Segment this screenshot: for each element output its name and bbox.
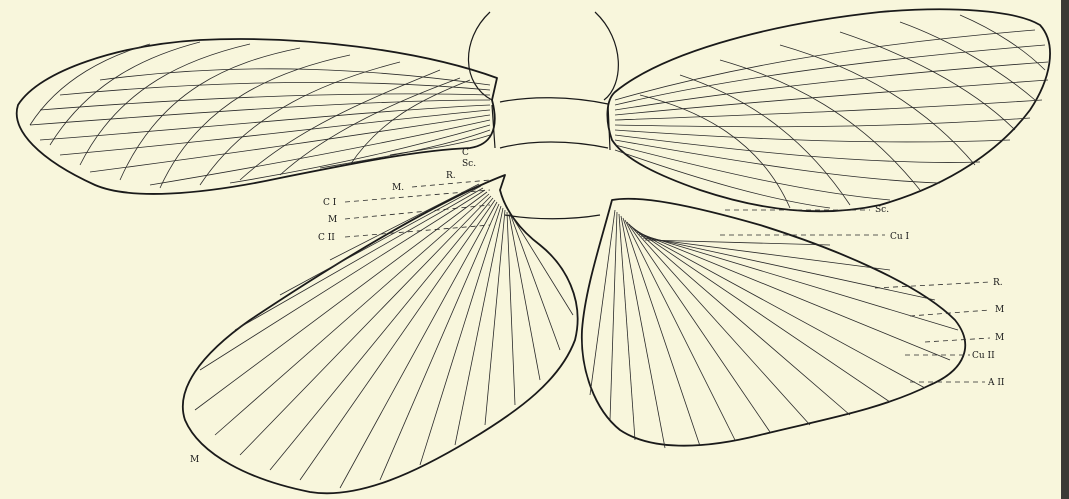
label-c-one: C I [323, 198, 337, 208]
right-labels: Sc. Cu I R. M M Cu II A II [720, 205, 1005, 388]
label-r-left: R. [446, 171, 456, 181]
label-m-left: M [328, 215, 337, 225]
left-hindwing [183, 175, 578, 493]
label-m-wingtip: M [190, 455, 199, 465]
thorax-outline [468, 12, 618, 219]
label-c-two: C II [318, 233, 335, 243]
right-forewing [607, 9, 1050, 211]
label-sc-right: Sc. [875, 205, 889, 215]
label-c: C [462, 148, 469, 158]
label-m-right-lower: M [995, 333, 1004, 343]
label-a-two: A II [987, 378, 1005, 388]
label-cu-two: Cu II [972, 351, 995, 361]
left-forewing [17, 39, 497, 194]
label-m-dot: M. [392, 183, 404, 193]
label-r-right: R. [993, 278, 1003, 288]
label-cu-one: Cu I [890, 232, 910, 242]
label-sc-left: Sc. [462, 159, 476, 169]
label-m-right-upper: M [995, 305, 1004, 315]
